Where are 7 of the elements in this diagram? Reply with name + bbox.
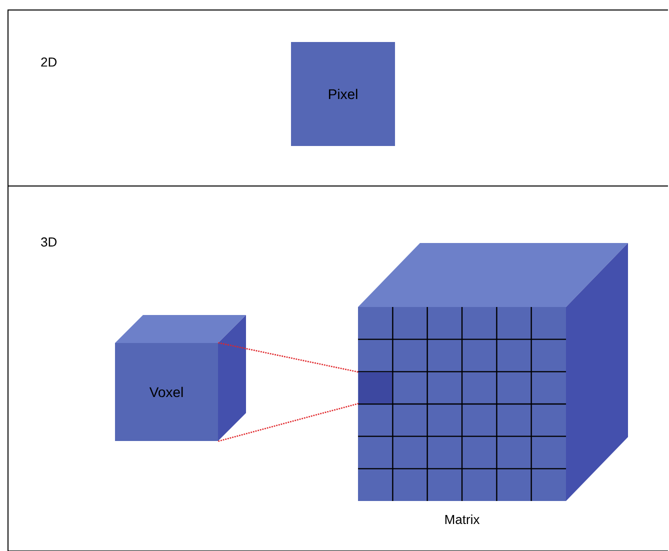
dotted-line (218, 342, 358, 373)
cube-caption: Matrix (445, 514, 480, 524)
dotted-line (218, 402, 359, 442)
voxel-cube: Voxel (115, 315, 246, 441)
panel-heading: 2D (41, 57, 57, 67)
pixel-square: Pixel (291, 42, 395, 146)
panel-heading: 3D (41, 237, 57, 247)
